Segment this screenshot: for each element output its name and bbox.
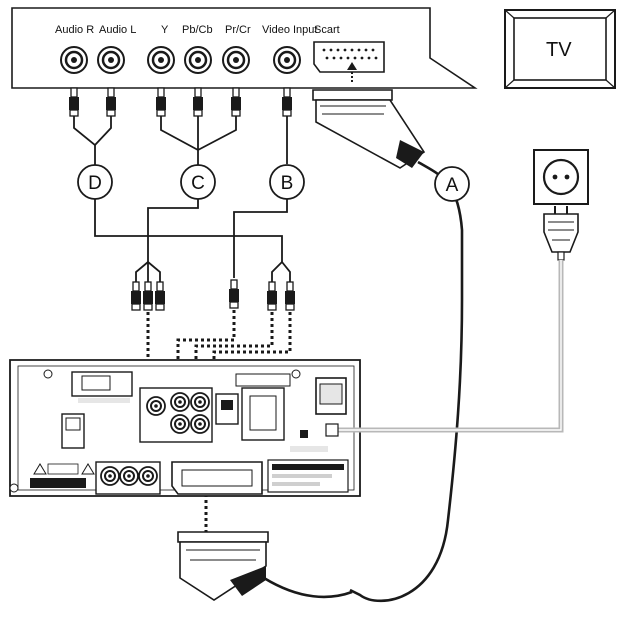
- label-audio-l: Audio L: [99, 24, 136, 36]
- tv-back-panel: [11, 7, 478, 89]
- device-back-panel: [9, 359, 361, 497]
- cable-a: [349, 160, 464, 603]
- label-pb-cb: Pb/Cb: [182, 24, 213, 36]
- cable-bundles-middle: [94, 199, 291, 282]
- jack-y: [146, 45, 176, 75]
- label-pr-cr: Pr/Cr: [225, 24, 251, 36]
- tv-icon: TV: [504, 9, 616, 89]
- cable-marker-c: C: [180, 164, 216, 200]
- cable-marker-a: A: [434, 166, 470, 202]
- jack-video-input: [272, 45, 302, 75]
- jack-pb-cb: [183, 45, 213, 75]
- svg-text:B: B: [281, 173, 294, 194]
- jack-audio-l: [96, 45, 126, 75]
- label-video-input: Video Input: [262, 24, 317, 36]
- jack-pr-cr: [221, 45, 251, 75]
- power-plug-icon: [543, 206, 579, 261]
- svg-text:C: C: [191, 173, 205, 194]
- scart-plug-bottom-icon: [177, 531, 353, 601]
- label-audio-r: Audio R: [55, 24, 94, 36]
- jack-audio-r: [59, 45, 89, 75]
- power-cable: [338, 260, 564, 433]
- scart-plug-top-icon: [312, 89, 426, 169]
- rca-plug-icon: [130, 281, 142, 311]
- top-scart-socket: [313, 41, 385, 84]
- cable-marker-d: D: [77, 164, 113, 200]
- label-y: Y: [161, 24, 169, 36]
- bottom-rca-plugs: [130, 279, 296, 311]
- wall-socket-icon: [533, 149, 589, 205]
- top-rca-plugs: [68, 87, 293, 117]
- cable-bundles-top: [73, 116, 288, 168]
- cable-d-left: [73, 116, 96, 165]
- label-scart: Scart: [314, 24, 340, 36]
- svg-text:D: D: [88, 173, 102, 194]
- svg-text:A: A: [446, 175, 459, 196]
- cable-marker-b: B: [269, 164, 305, 200]
- cable-d-right: [94, 116, 112, 146]
- top-panel-labels: Audio R Audio L Y Pb/Cb Pr/Cr Video Inpu…: [55, 24, 340, 36]
- tv-label: TV: [546, 39, 572, 61]
